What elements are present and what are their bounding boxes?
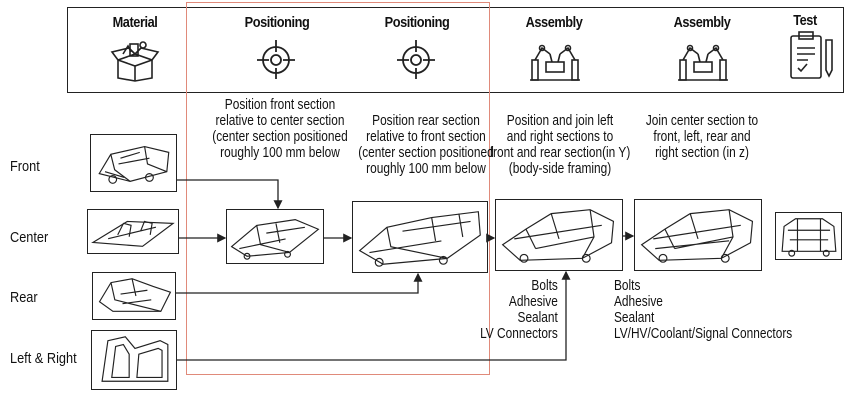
step3-line: (body-side framing): [508, 161, 612, 177]
crosshair-target-icon: [397, 40, 435, 79]
step2-assembly-image: [352, 201, 488, 273]
finished-body-image: [775, 212, 842, 260]
rear-section-image: [92, 272, 176, 320]
step1-description: Position front section relative to cente…: [206, 97, 354, 161]
stage-material-label: Material: [112, 14, 158, 31]
step2-description: Position rear section relative to front …: [352, 113, 500, 177]
step4-line: right section (in z): [655, 145, 749, 161]
row-label-center: Center: [10, 229, 49, 246]
step2-line: (center section positioned: [358, 145, 494, 161]
step4-body-frame-image: [634, 199, 762, 271]
materials-list-2: Bolts Adhesive Sealant LV/HV/Coolant/Sig…: [614, 278, 792, 342]
material-item: LV/HV/Coolant/Signal Connectors: [614, 326, 793, 342]
center-section-image: [87, 209, 179, 254]
step4-description: Join center section to front, left, rear…: [628, 113, 776, 161]
side-section-image: [91, 330, 177, 390]
stage-assembly-1-label: Assembly: [525, 14, 583, 31]
row-label-rear: Rear: [10, 289, 38, 306]
process-stage-header: [67, 7, 844, 93]
clipboard-checklist-icon: [790, 31, 833, 79]
step1-line: roughly 100 mm below: [220, 145, 340, 161]
materials-list-1: Bolts Adhesive Sealant LV Connectors: [480, 278, 558, 342]
step3-line: Position and join left: [506, 113, 614, 129]
rear-to-step2-arrow: [176, 272, 423, 294]
stage-test-label: Test: [793, 12, 817, 29]
row-label-left-right: Left & Right: [10, 350, 77, 367]
front-to-step1-arrow: [177, 179, 283, 210]
step1-line: Position front section: [224, 97, 336, 113]
material-item: Sealant: [614, 310, 655, 326]
step1-line: (center section positioned: [212, 129, 348, 145]
material-item: Adhesive: [509, 294, 558, 310]
step3-line: and right sections to: [506, 129, 614, 145]
material-item: LV Connectors: [480, 326, 558, 342]
step2-line: relative to front section: [366, 129, 486, 145]
robot-arm-icon: [678, 44, 728, 81]
step1-assembly-image: [226, 209, 324, 264]
material-box-icon: [110, 41, 160, 82]
step4-line: front, left, rear and: [653, 129, 751, 145]
material-item: Bolts: [531, 278, 558, 294]
row-label-front: Front: [10, 158, 40, 175]
robot-arm-icon: [530, 44, 580, 81]
material-item: Bolts: [614, 278, 641, 294]
step3-line: front and rear section(in Y): [489, 145, 631, 161]
stage-positioning-2-label: Positioning: [384, 14, 450, 31]
stage-positioning-1-label: Positioning: [244, 14, 310, 31]
step3-body-frame-image: [495, 199, 623, 271]
material-item: Adhesive: [614, 294, 663, 310]
step4-line: Join center section to: [645, 113, 759, 129]
step1-line: relative to center section: [215, 113, 345, 129]
crosshair-target-icon: [257, 40, 295, 79]
front-section-image: [90, 134, 177, 192]
step3-description: Position and join left and right section…: [486, 113, 634, 177]
stage-assembly-2-label: Assembly: [673, 14, 731, 31]
step2-line: roughly 100 mm below: [366, 161, 486, 177]
positioning-highlight-box: [186, 2, 490, 375]
side-to-step3-arrow: [177, 270, 571, 361]
material-item: Sealant: [517, 310, 558, 326]
step2-line: Position rear section: [372, 113, 480, 129]
